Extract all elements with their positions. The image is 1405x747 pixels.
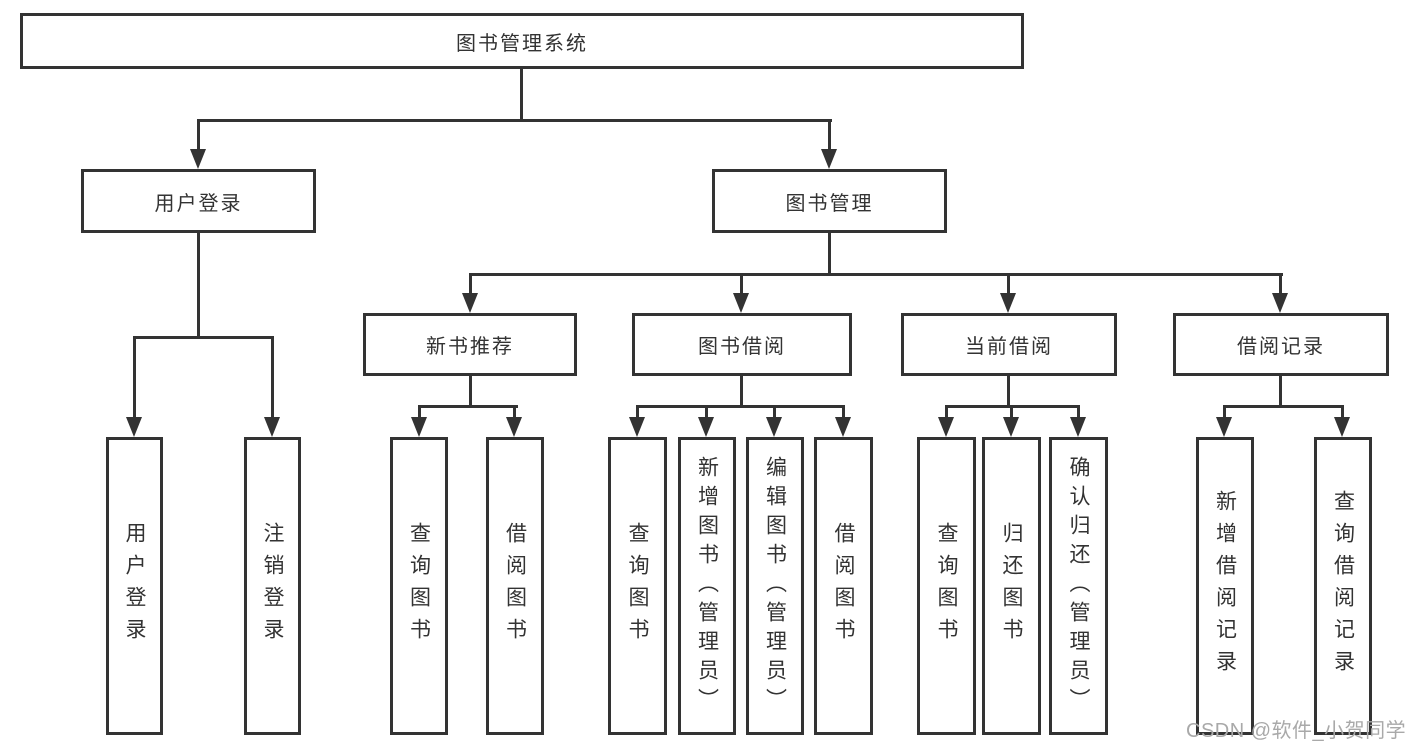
arrow-down-icon	[1216, 417, 1232, 437]
leaf-cb-return-books: 归还图书	[982, 437, 1041, 735]
arrow-down-icon	[821, 149, 837, 169]
arrow-down-icon	[411, 417, 427, 437]
leaf-nb-borrow-books: 借阅图书	[486, 437, 544, 735]
connector-user-login-stem	[197, 233, 200, 338]
arrow-down-icon	[1003, 417, 1019, 437]
node-book-management: 图书管理	[712, 169, 947, 233]
leaf-bb-borrow-books-label: 借阅图书	[832, 522, 855, 650]
arrow-down-icon	[1272, 293, 1288, 313]
connector-drop-leaf-user-login	[133, 336, 136, 418]
csdn-watermark: CSDN @软件_小贺同学	[1186, 720, 1405, 742]
connector-drop	[1341, 405, 1344, 417]
connector-root-stem	[520, 68, 523, 120]
connector-book-borrow-stem	[740, 376, 743, 406]
leaf-nb-query-books-label: 查询图书	[407, 522, 431, 650]
connector-current-borrow-stem	[1007, 376, 1010, 406]
node-user-login: 用户登录	[81, 169, 316, 233]
leaf-bb-query-books-label: 查询图书	[626, 522, 649, 650]
node-book-borrow: 图书借阅	[632, 313, 852, 376]
leaf-bb-edit-books-admin: 编辑图书（管理员）	[746, 437, 804, 735]
arrow-down-icon	[506, 417, 522, 437]
arrow-down-icon	[835, 417, 851, 437]
leaf-cb-confirm-return-admin-label: 确认归还（管理员）	[1067, 455, 1090, 717]
node-user-login-label: 用户登录	[154, 192, 243, 215]
connector-book-borrow-rail	[636, 405, 844, 408]
leaf-cb-return-books-label: 归还图书	[1000, 522, 1023, 650]
leaf-logout-login-label: 注销登录	[261, 522, 284, 650]
node-book-management-label: 图书管理	[785, 192, 874, 215]
arrow-down-icon	[1070, 417, 1086, 437]
connector-drop-new-books	[469, 273, 472, 293]
connector-drop	[1077, 405, 1080, 417]
arrow-down-icon	[1000, 293, 1016, 313]
connector-drop	[1223, 405, 1226, 417]
connector-drop	[842, 405, 845, 417]
connector-drop	[636, 405, 639, 417]
connector-drop	[945, 405, 948, 417]
connector-new-books-rail	[418, 405, 518, 408]
leaf-br-add-record: 新增借阅记录	[1196, 437, 1254, 735]
node-root: 图书管理系统	[20, 13, 1024, 69]
leaf-br-query-record-label: 查询借阅记录	[1331, 490, 1355, 682]
leaf-br-add-record-label: 新增借阅记录	[1213, 490, 1237, 682]
arrow-down-icon	[629, 417, 645, 437]
connector-root-rail	[197, 119, 832, 122]
arrow-down-icon	[126, 417, 142, 437]
connector-drop-book-borrow	[740, 273, 743, 293]
leaf-bb-query-books: 查询图书	[608, 437, 667, 735]
leaf-user-login-label: 用户登录	[123, 522, 146, 650]
arrow-down-icon	[733, 293, 749, 313]
arrow-down-icon	[938, 417, 954, 437]
node-borrow-records: 借阅记录	[1173, 313, 1389, 376]
connector-borrow-records-rail	[1223, 405, 1344, 408]
connector-drop	[1010, 405, 1013, 417]
leaf-nb-query-books: 查询图书	[390, 437, 448, 735]
leaf-nb-borrow-books-label: 借阅图书	[503, 522, 527, 650]
arrow-down-icon	[462, 293, 478, 313]
leaf-bb-edit-books-admin-label: 编辑图书（管理员）	[763, 455, 787, 717]
connector-drop-book-management	[828, 119, 831, 151]
leaf-bb-add-books-admin: 新增图书（管理员）	[678, 437, 736, 735]
leaf-br-query-record: 查询借阅记录	[1314, 437, 1372, 735]
node-current-borrow: 当前借阅	[901, 313, 1117, 376]
connector-drop-current-borrow	[1007, 273, 1010, 293]
leaf-user-login: 用户登录	[106, 437, 163, 735]
connector-new-books-stem	[469, 376, 472, 406]
leaf-cb-confirm-return-admin: 确认归还（管理员）	[1049, 437, 1108, 735]
connector-drop-user-login	[197, 119, 200, 151]
arrow-down-icon	[1334, 417, 1350, 437]
connector-drop	[418, 405, 421, 417]
connector-drop-borrow-records	[1279, 273, 1282, 293]
node-root-label: 图书管理系统	[456, 32, 588, 55]
arrow-down-icon	[264, 417, 280, 437]
leaf-cb-query-books-label: 查询图书	[935, 522, 958, 650]
connector-drop	[773, 405, 776, 417]
connector-drop-leaf-logout	[271, 336, 274, 418]
connector-book-management-rail	[469, 273, 1283, 276]
leaf-logout-login: 注销登录	[244, 437, 301, 735]
leaf-cb-query-books: 查询图书	[917, 437, 976, 735]
node-current-borrow-label: 当前借阅	[965, 336, 1053, 358]
connector-borrow-records-stem	[1279, 376, 1282, 406]
leaf-bb-borrow-books: 借阅图书	[814, 437, 873, 735]
leaf-bb-add-books-admin-label: 新增图书（管理员）	[695, 455, 719, 717]
node-new-book-recommend: 新书推荐	[363, 313, 577, 376]
node-new-book-recommend-label: 新书推荐	[426, 336, 514, 358]
connector-book-management-stem	[828, 233, 831, 275]
node-borrow-records-label: 借阅记录	[1237, 336, 1325, 358]
node-book-borrow-label: 图书借阅	[698, 336, 786, 358]
connector-drop	[513, 405, 516, 417]
connector-user-login-rail	[133, 336, 274, 339]
arrow-down-icon	[698, 417, 714, 437]
arrow-down-icon	[190, 149, 206, 169]
connector-drop	[705, 405, 708, 417]
arrow-down-icon	[766, 417, 782, 437]
